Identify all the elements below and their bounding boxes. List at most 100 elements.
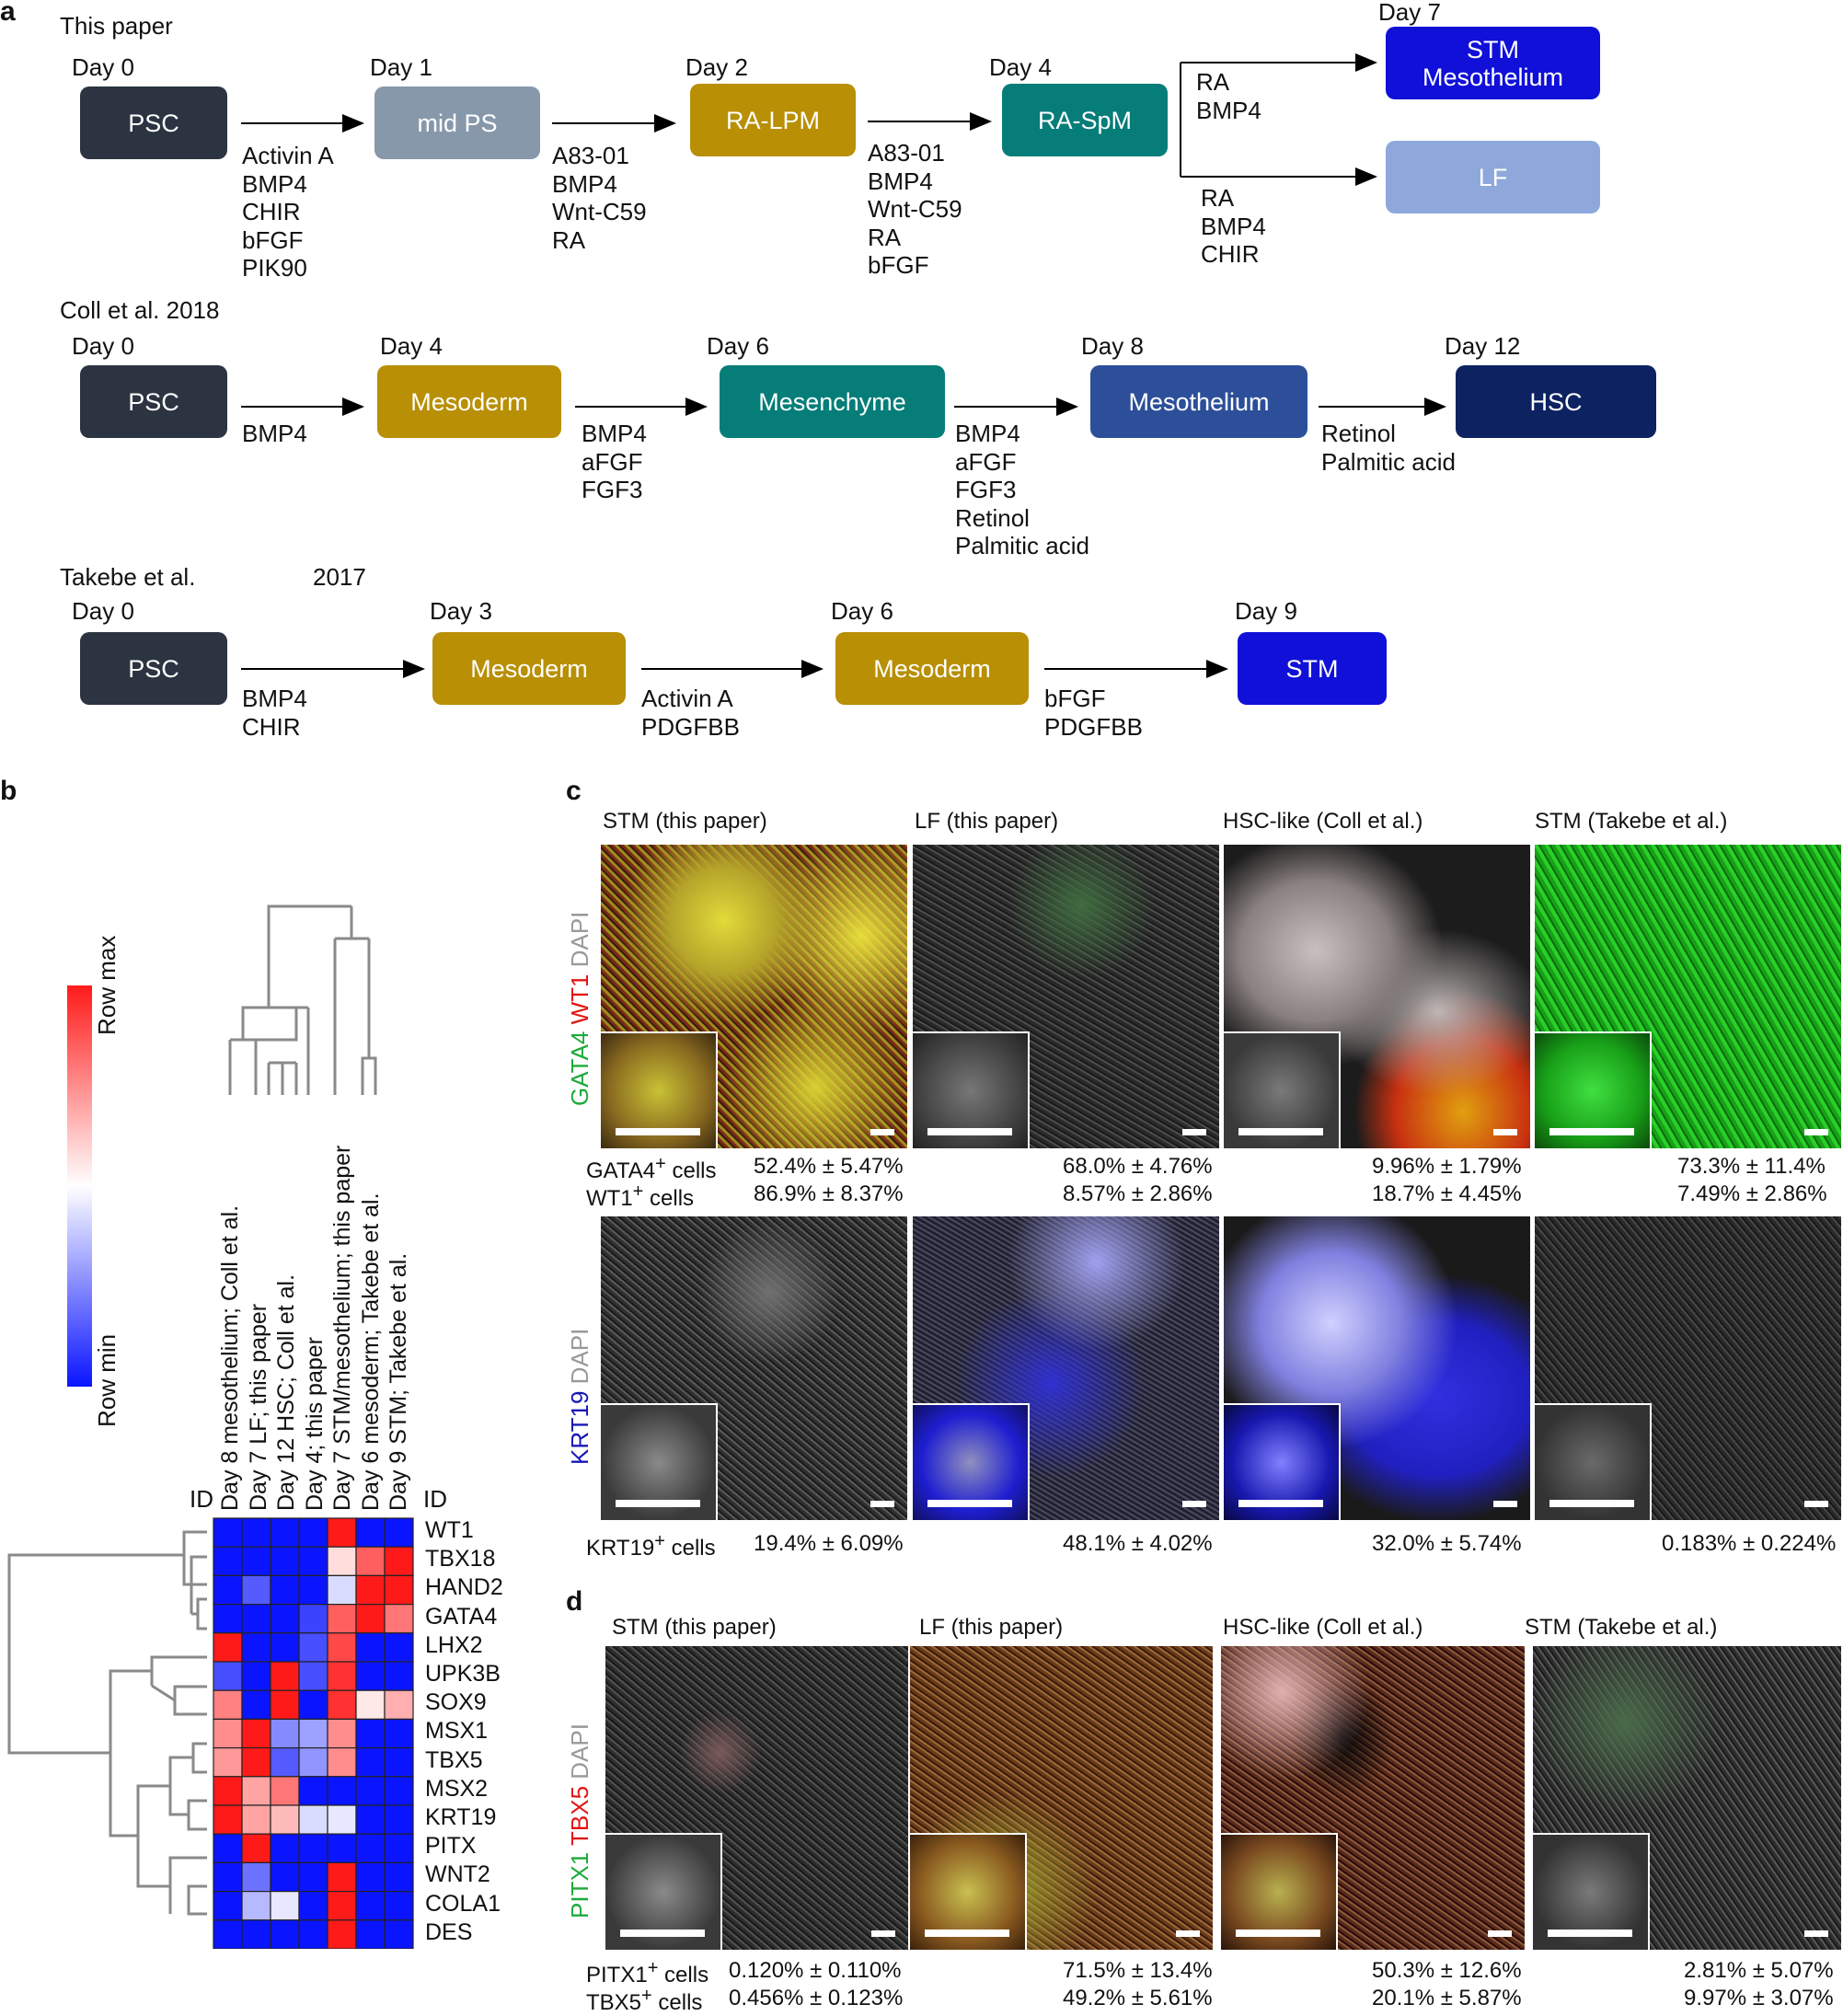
heatmap-cell xyxy=(298,1632,328,1663)
day-label: Day 2 xyxy=(685,53,748,81)
day-label: Day 9 xyxy=(1235,597,1297,625)
heatmap-column-label: Day 6 mesoderm; Takebe et al. xyxy=(357,1192,384,1511)
heatmap-cell xyxy=(384,1574,414,1606)
channel-label-pitx1-tbx5-dapi: PITX1 TBX5 DAPI xyxy=(566,1723,593,1918)
wt1-cells-label: WT1+ cells xyxy=(586,1181,695,1211)
reagent-list: RA BMP4 CHIR xyxy=(1201,184,1266,268)
day-label: Day 1 xyxy=(370,53,432,81)
heatmap-cell xyxy=(241,1718,271,1749)
heatmap-row-label: TBX5 xyxy=(425,1746,483,1773)
heatmap-column-label: Day 12 HSC; Coll et al. xyxy=(273,1273,299,1511)
heatmap-cell xyxy=(241,1546,271,1577)
heatmap-cell xyxy=(213,1661,243,1691)
heatmap-cell xyxy=(384,1603,414,1634)
heatmap-cell xyxy=(270,1776,300,1806)
heatmap-cell xyxy=(298,1891,328,1921)
day-label: Day 12 xyxy=(1445,332,1521,360)
heatmap-cell xyxy=(355,1747,386,1778)
takebe-title: Takebe et al. xyxy=(60,563,196,591)
heatmap-cell xyxy=(384,1661,414,1691)
micrograph-lf-this-paper-pitx1-tbx5 xyxy=(910,1646,1213,1950)
day-label: Day 6 xyxy=(707,332,769,360)
heatmap-cell xyxy=(270,1603,300,1634)
panel-c-title: HSC-like (Coll et al.) xyxy=(1223,809,1423,834)
micrograph-stm-takebe-pitx1-tbx5 xyxy=(1533,1646,1841,1950)
heatmap-cell xyxy=(241,1804,271,1835)
stat-value: 0.183% ± 0.224% xyxy=(1662,1531,1837,1556)
heatmap-row-label: DES xyxy=(425,1918,473,1945)
heatmap-cell xyxy=(241,1689,271,1720)
heatmap-cell xyxy=(241,1919,271,1949)
panel-label-d: d xyxy=(566,1586,583,1617)
stage-box-mesoderm: Mesoderm xyxy=(432,632,626,705)
micrograph-stm-this-paper-krt19 xyxy=(601,1216,907,1520)
heatmap-cell xyxy=(270,1833,300,1864)
heatmap-cell xyxy=(327,1689,357,1720)
heatmap-cell xyxy=(384,1804,414,1835)
heatmap-row-label: WT1 xyxy=(425,1517,474,1543)
stat-value: 50.3% ± 12.6% xyxy=(1372,1958,1522,1983)
heatmap-cell xyxy=(327,1747,357,1778)
heatmap-cell xyxy=(298,1833,328,1864)
heatmap-cell xyxy=(270,1919,300,1949)
gata4-cells-label: GATA4+ cells xyxy=(586,1154,717,1183)
stage-box-stm: STM xyxy=(1238,632,1387,705)
heatmap-cell xyxy=(384,1919,414,1949)
heatmap-cell xyxy=(327,1919,357,1949)
stat-value: 18.7% ± 4.45% xyxy=(1372,1181,1522,1206)
stat-value: 68.0% ± 4.76% xyxy=(1063,1154,1213,1179)
heatmap-cell xyxy=(355,1804,386,1835)
heatmap-cell xyxy=(384,1833,414,1864)
heatmap-row-label: PITX xyxy=(425,1833,477,1860)
heatmap-cell xyxy=(298,1689,328,1720)
heatmap-cell xyxy=(213,1804,243,1835)
heatmap-cell xyxy=(384,1776,414,1806)
colorbar-min-label: Row min xyxy=(93,1333,121,1427)
heatmap-cell xyxy=(298,1546,328,1577)
heatmap-cell xyxy=(241,1833,271,1864)
heatmap-cell xyxy=(327,1718,357,1749)
day-label: Day 0 xyxy=(72,597,134,625)
micrograph-stm-takebe-krt19 xyxy=(1535,1216,1841,1520)
heatmap-cell xyxy=(327,1804,357,1835)
heatmap-cell xyxy=(298,1861,328,1893)
panel-d-title: STM (Takebe et al.) xyxy=(1525,1615,1718,1640)
heatmap-cell xyxy=(355,1861,386,1893)
reagent-list: A83-01 BMP4 Wnt-C59 RA xyxy=(552,142,647,254)
channel-label-gata4-wt1-dapi: GATA4 WT1 DAPI xyxy=(566,911,593,1106)
heatmap-cell xyxy=(213,1632,243,1663)
heatmap-cell xyxy=(327,1861,357,1893)
heatmap-row-label: GATA4 xyxy=(425,1603,498,1630)
heatmap-cell xyxy=(355,1919,386,1949)
heatmap-column-label: Day 9 STM; Takebe et al. xyxy=(386,1252,411,1511)
heatmap-cell xyxy=(241,1603,271,1634)
panel-d-title: LF (this paper) xyxy=(919,1615,1064,1640)
heatmap-cell xyxy=(213,1517,243,1548)
heatmap-cell xyxy=(241,1661,271,1691)
stat-value: 20.1% ± 5.87% xyxy=(1372,1986,1522,2010)
reagent-list: BMP4 aFGF FGF3 xyxy=(582,420,647,503)
heatmap-cell xyxy=(298,1919,328,1949)
stat-value: 49.2% ± 5.61% xyxy=(1063,1986,1213,2010)
micrograph-lf-this-paper-krt19 xyxy=(913,1216,1219,1520)
colorbar xyxy=(67,985,92,1387)
stat-value: 71.5% ± 13.4% xyxy=(1063,1958,1213,1983)
id-label: ID xyxy=(423,1485,447,1513)
heatmap-row-label: MSX1 xyxy=(425,1718,489,1745)
stat-value: 2.81% ± 5.07% xyxy=(1684,1958,1834,1983)
reagent-list: Activin A PDGFBB xyxy=(641,685,740,741)
row-dendrogram xyxy=(7,1530,207,1916)
heatmap-cell xyxy=(270,1574,300,1606)
heatmap-cell xyxy=(327,1891,357,1921)
stat-value: 19.4% ± 6.09% xyxy=(754,1531,904,1556)
heatmap-cell xyxy=(384,1891,414,1921)
heatmap-cell xyxy=(298,1574,328,1606)
stat-value: 7.49% ± 2.86% xyxy=(1677,1181,1827,1206)
heatmap-cell xyxy=(213,1861,243,1893)
heatmap-cell xyxy=(213,1891,243,1921)
stage-box-psc: PSC xyxy=(80,632,227,705)
heatmap-cell xyxy=(384,1546,414,1577)
heatmap-cell xyxy=(213,1546,243,1577)
stat-value: 0.120% ± 0.110% xyxy=(729,1958,902,1983)
heatmap-row-label: COLA1 xyxy=(425,1890,501,1917)
